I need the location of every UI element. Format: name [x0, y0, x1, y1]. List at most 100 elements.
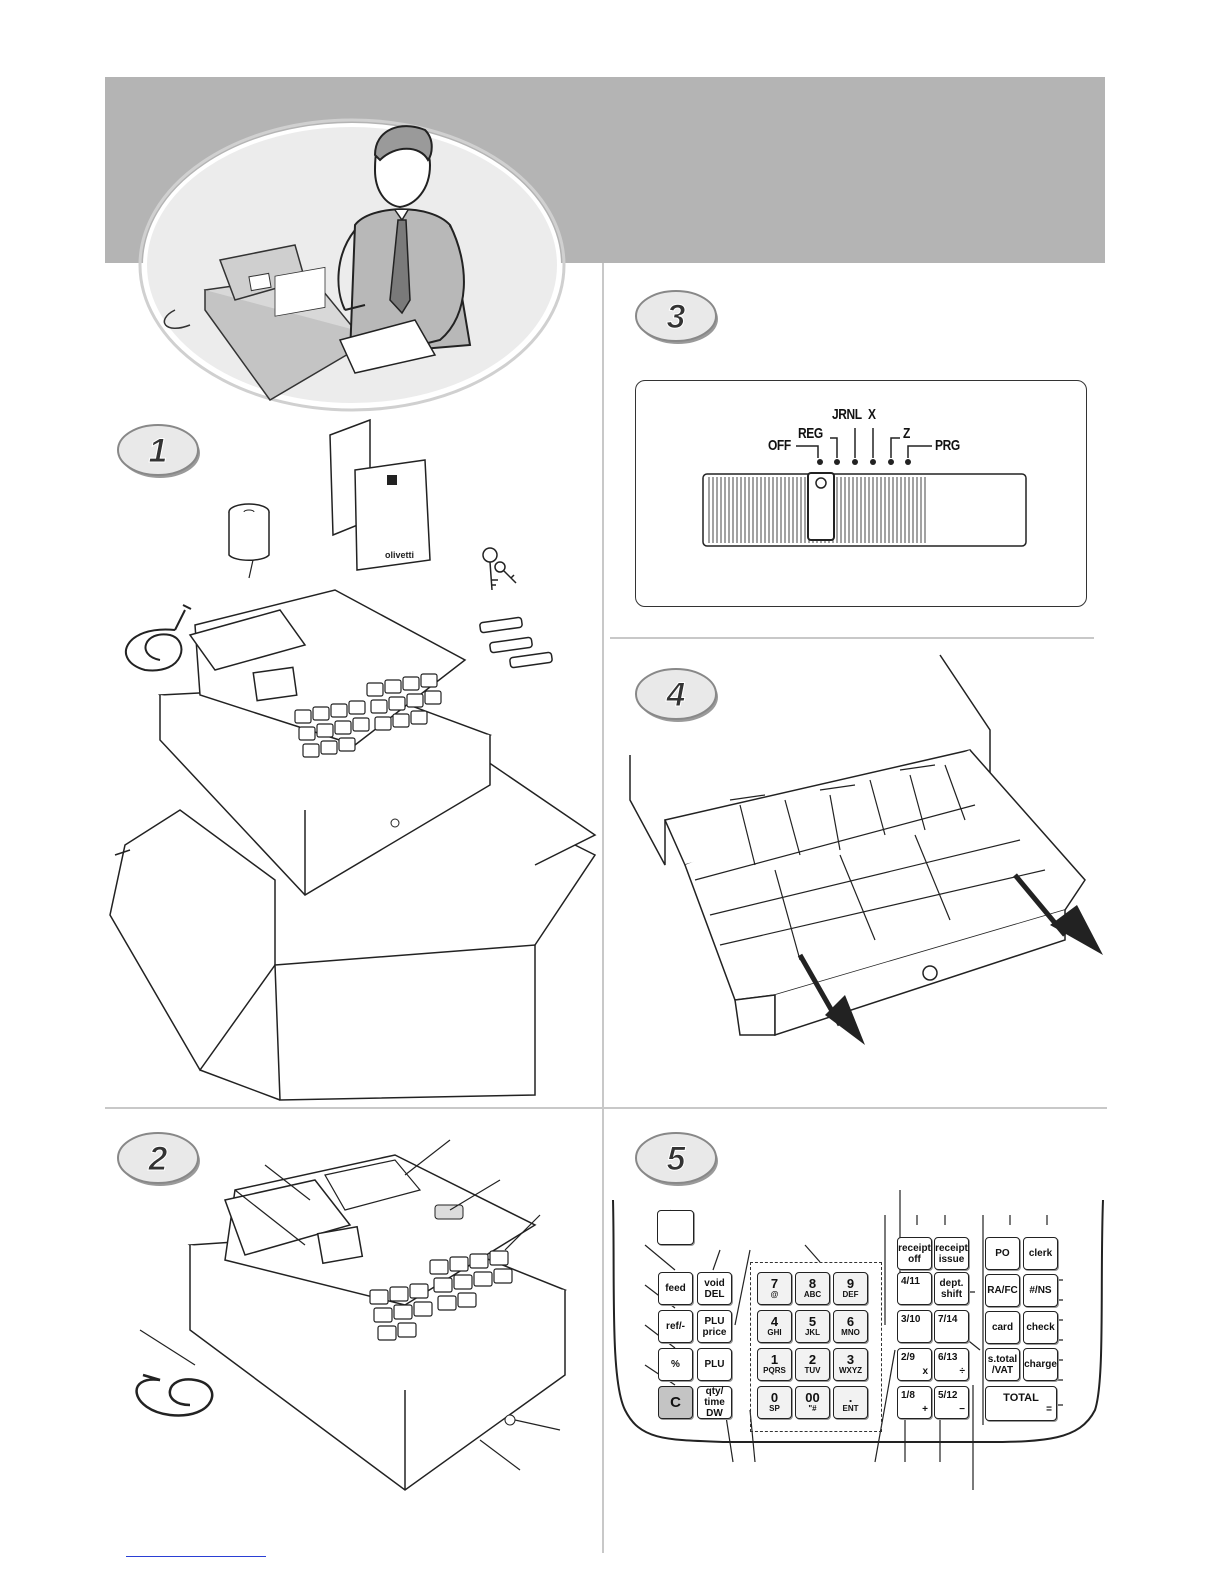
numpad-key-7-sub: @	[771, 1289, 779, 1300]
numpad-key-1-sub: PQRS	[763, 1365, 786, 1376]
charge-key-label: charge	[1024, 1359, 1057, 1370]
dept-1-8-key[interactable]: 1/8 +	[897, 1386, 932, 1419]
dept-2-9-label: 2/9	[901, 1352, 915, 1363]
step-number-5: 5	[667, 1140, 687, 1178]
dept-2-9-key[interactable]: 2/9 x	[897, 1348, 932, 1381]
mode-label-jrnl: JRNL	[832, 406, 862, 423]
plu-price-key-label: PLU	[705, 1316, 725, 1327]
feed-key[interactable]: feed	[658, 1272, 693, 1305]
cash-drawer-illustration	[625, 655, 1105, 1045]
po-key-label: PO	[995, 1248, 1009, 1259]
po-key[interactable]: PO	[985, 1237, 1020, 1270]
dept-5-12-key[interactable]: 5/12−	[934, 1386, 969, 1419]
dept-4-11-key[interactable]: 4/11	[897, 1272, 932, 1305]
plu-key[interactable]: PLU	[697, 1348, 732, 1381]
numpad-key-0-sub: SP	[769, 1403, 780, 1414]
ref-key[interactable]: ref/-	[658, 1310, 693, 1343]
clerk-key[interactable]: clerk	[1023, 1237, 1058, 1270]
subtotal-vat-key[interactable]: s.total /VAT	[985, 1348, 1020, 1381]
numpad-key-00[interactable]: 00"#	[795, 1386, 830, 1419]
ra-fc-key[interactable]: RA/FC	[985, 1274, 1020, 1307]
no-sale-key[interactable]: #/NS	[1023, 1274, 1058, 1307]
register-on-box-illustration	[105, 585, 605, 1105]
receipt-issue-label: receipt	[935, 1243, 968, 1254]
dept-7-14-label: 7/14	[938, 1314, 957, 1325]
dept-1-8-label: 1/8	[901, 1390, 915, 1401]
manual-illustration: olivetti	[325, 420, 435, 575]
feed-key-label: feed	[665, 1283, 686, 1294]
numpad-key-00-sub: "#	[808, 1403, 816, 1414]
void-key-label: void	[704, 1278, 725, 1289]
mode-label-x: X	[868, 406, 876, 423]
step-badge-5: 5	[636, 1128, 726, 1188]
numpad-key-dot-label: .	[849, 1392, 853, 1403]
numpad-key-7-label: 7	[771, 1278, 778, 1289]
numpad-key-3-sub: WXYZ	[839, 1365, 862, 1376]
numpad-key-8-label: 8	[809, 1278, 816, 1289]
dept-1-8-sub: +	[922, 1404, 928, 1415]
card-key[interactable]: card	[985, 1311, 1020, 1344]
dept-5-12-sub: −	[959, 1404, 965, 1415]
numpad-key-2-sub: TUV	[805, 1365, 821, 1376]
qty-key-sub: DW	[706, 1408, 723, 1419]
dept-4-11-label: 4/11	[901, 1276, 920, 1287]
divider-bottom	[105, 1107, 1107, 1109]
plu-key-label: PLU	[705, 1359, 725, 1370]
dept-7-14-key[interactable]: 7/14	[934, 1310, 969, 1343]
numpad-key-9-label: 9	[847, 1278, 854, 1289]
dept-2-9-sub: x	[922, 1366, 928, 1377]
mode-switch-slider[interactable]	[700, 440, 1030, 550]
dept-shift-sub: shift	[941, 1289, 962, 1300]
dept-6-13-key[interactable]: 6/13÷	[934, 1348, 969, 1381]
manual-brand: olivetti	[385, 550, 414, 560]
dept-shift-key[interactable]: dept.shift	[934, 1272, 969, 1305]
numpad-key-3-label: 3	[847, 1354, 854, 1365]
check-key[interactable]: check	[1023, 1311, 1058, 1344]
numpad-key-9-sub: DEF	[843, 1289, 859, 1300]
qty-key-label: qty/ time	[700, 1386, 730, 1408]
total-key[interactable]: TOTAL =	[985, 1386, 1057, 1421]
numpad-key-4-label: 4	[771, 1316, 778, 1327]
dept-3-10-key[interactable]: 3/10	[897, 1310, 932, 1343]
total-key-sub: =	[1046, 1404, 1052, 1415]
plu-price-key-sub: price	[703, 1327, 727, 1338]
receipt-off-label: receipt	[898, 1243, 931, 1254]
total-key-label: TOTAL	[1003, 1393, 1039, 1404]
percent-key[interactable]: %	[658, 1348, 693, 1381]
numpad-key-8-sub: ABC	[804, 1289, 821, 1300]
clerk-key-label: clerk	[1029, 1248, 1052, 1259]
numpad-key-6-label: 6	[847, 1316, 854, 1327]
clear-key[interactable]: C	[658, 1386, 693, 1419]
dept-6-13-sub: ÷	[960, 1366, 966, 1377]
check-key-label: check	[1026, 1322, 1054, 1333]
no-sale-key-label: #/NS	[1029, 1285, 1051, 1296]
numpad-key-6-sub: MNO	[841, 1327, 860, 1338]
numpad-key-dot[interactable]: .ENT	[833, 1386, 868, 1419]
blank-top-key[interactable]	[657, 1210, 694, 1245]
card-key-label: card	[992, 1322, 1013, 1333]
charge-key[interactable]: charge	[1023, 1348, 1058, 1381]
step-badge-3: 3	[636, 286, 726, 346]
numpad-key-0-label: 0	[771, 1392, 778, 1403]
void-key-sub: DEL	[705, 1289, 725, 1300]
numpad-key-00-label: 00	[805, 1392, 819, 1403]
numpad-key-2-label: 2	[809, 1354, 816, 1365]
numpad-key-7[interactable]: 7@	[757, 1272, 792, 1305]
numpad-key-5-sub: JKL	[805, 1327, 820, 1338]
percent-key-label: %	[671, 1359, 680, 1370]
receipt-issue-sub: issue	[939, 1254, 965, 1265]
